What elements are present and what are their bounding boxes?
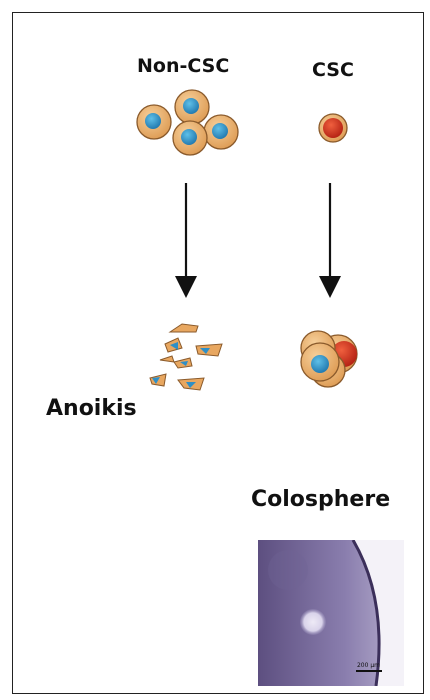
non-csc-cell xyxy=(204,115,238,149)
anoikis-fragments xyxy=(150,324,222,390)
cell-fragment xyxy=(196,344,222,356)
cell-fragment xyxy=(178,378,204,390)
colosphere-cluster xyxy=(301,331,357,387)
csc-cell xyxy=(319,114,347,142)
non-csc-cell-cluster xyxy=(137,90,238,155)
scale-bar xyxy=(356,670,382,672)
cell-fragment xyxy=(170,324,198,332)
cell-fragment xyxy=(150,374,166,386)
cell-fragment xyxy=(160,356,174,362)
scale-label: 200 µm xyxy=(357,662,380,669)
cell-fragment xyxy=(165,338,182,352)
non-csc-cell xyxy=(137,105,171,139)
non-csc-cell xyxy=(173,121,207,155)
colosphere-blob xyxy=(300,609,326,635)
non-csc-cell xyxy=(175,90,209,124)
cell-fragment xyxy=(174,358,192,368)
micrograph-image xyxy=(258,540,404,686)
colosphere-micrograph: 200 µm xyxy=(258,540,404,686)
